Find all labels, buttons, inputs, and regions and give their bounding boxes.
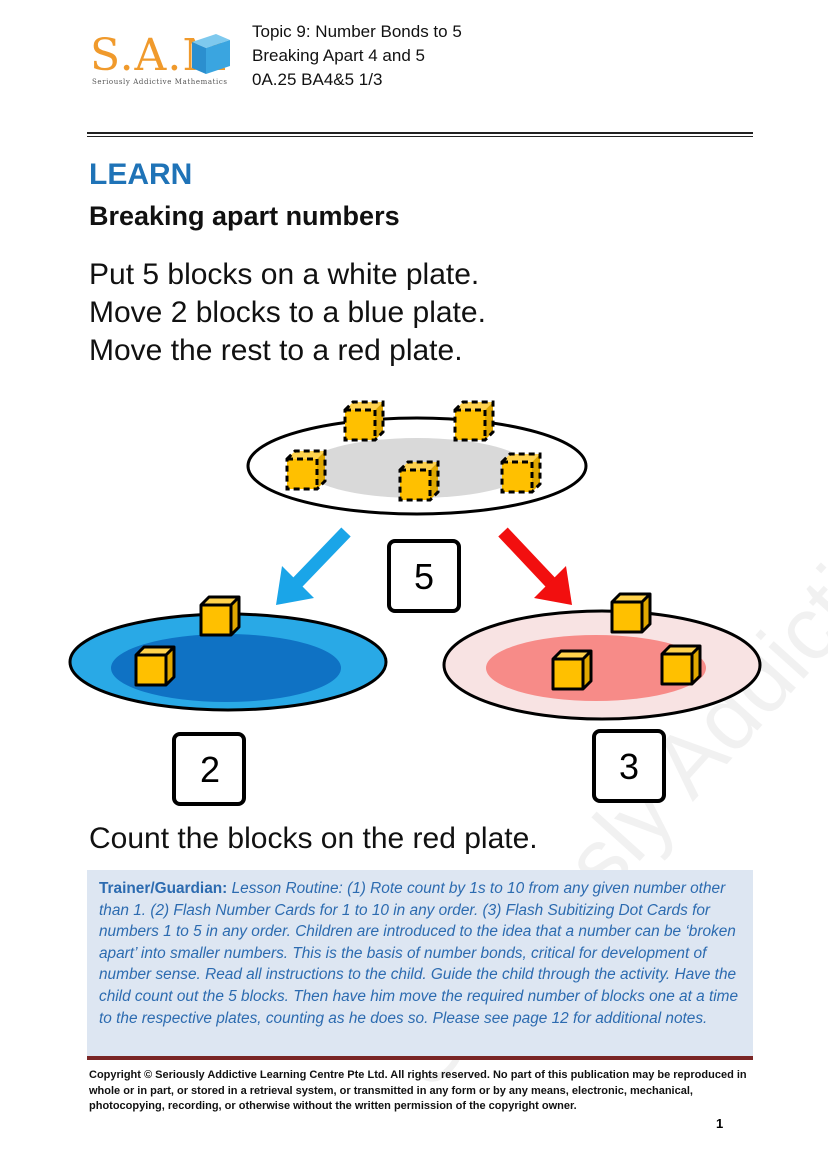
block <box>551 649 593 691</box>
logo-tagline: Seriously Addictive Mathematics <box>92 78 228 86</box>
block <box>343 400 385 442</box>
count-box-red: 3 <box>592 729 666 803</box>
red-plate <box>442 592 762 721</box>
page-subtitle: Breaking apart numbers <box>89 201 400 231</box>
plates-diagram: 5 2 3 <box>68 400 762 806</box>
trainer-note-text: Lesson Routine: (1) Rote count by 1s to … <box>99 880 739 1027</box>
red-plate-count: 3 <box>619 746 639 787</box>
header-rule <box>87 132 753 134</box>
count-box-white: 5 <box>387 539 461 613</box>
instruction-1: Put 5 blocks on a white plate. <box>89 258 480 291</box>
trainer-note: Trainer/Guardian: Lesson Routine: (1) Ro… <box>99 878 741 1029</box>
block <box>285 449 327 491</box>
copyright-notice: Copyright © Seriously Addictive Learning… <box>89 1069 747 1112</box>
white-plate-count: 5 <box>414 556 434 597</box>
header-lesson: Breaking Apart 4 and 5 <box>252 46 425 65</box>
count-prompt: Count the blocks on the red plate. <box>89 822 538 855</box>
blue-plate <box>68 595 388 712</box>
white-plate <box>246 400 588 516</box>
block <box>610 592 652 634</box>
red-arrow-icon <box>498 527 572 605</box>
block <box>453 400 495 442</box>
blue-arrow-icon <box>276 527 351 605</box>
header-topic: Topic 9: Number Bonds to 5 <box>252 22 462 41</box>
header-rule-thin <box>87 136 753 137</box>
instruction-2: Move 2 blocks to a blue plate. <box>89 296 486 329</box>
instruction-3: Move the rest to a red plate. <box>89 334 463 367</box>
trainer-note-box: Trainer/Guardian: Lesson Routine: (1) Ro… <box>87 870 753 1060</box>
section-label: LEARN <box>89 158 193 191</box>
block <box>398 460 440 502</box>
blue-plate-count: 2 <box>200 749 220 790</box>
block <box>199 595 241 637</box>
page-number: 1 <box>716 1116 724 1131</box>
logo-cube-icon <box>192 34 230 74</box>
header-code: 0A.25 BA4&5 1/3 <box>252 70 383 89</box>
block <box>660 644 702 686</box>
count-box-blue: 2 <box>172 732 246 806</box>
trainer-note-label: Trainer/Guardian: <box>99 880 228 897</box>
block <box>134 645 176 687</box>
block <box>500 452 542 494</box>
